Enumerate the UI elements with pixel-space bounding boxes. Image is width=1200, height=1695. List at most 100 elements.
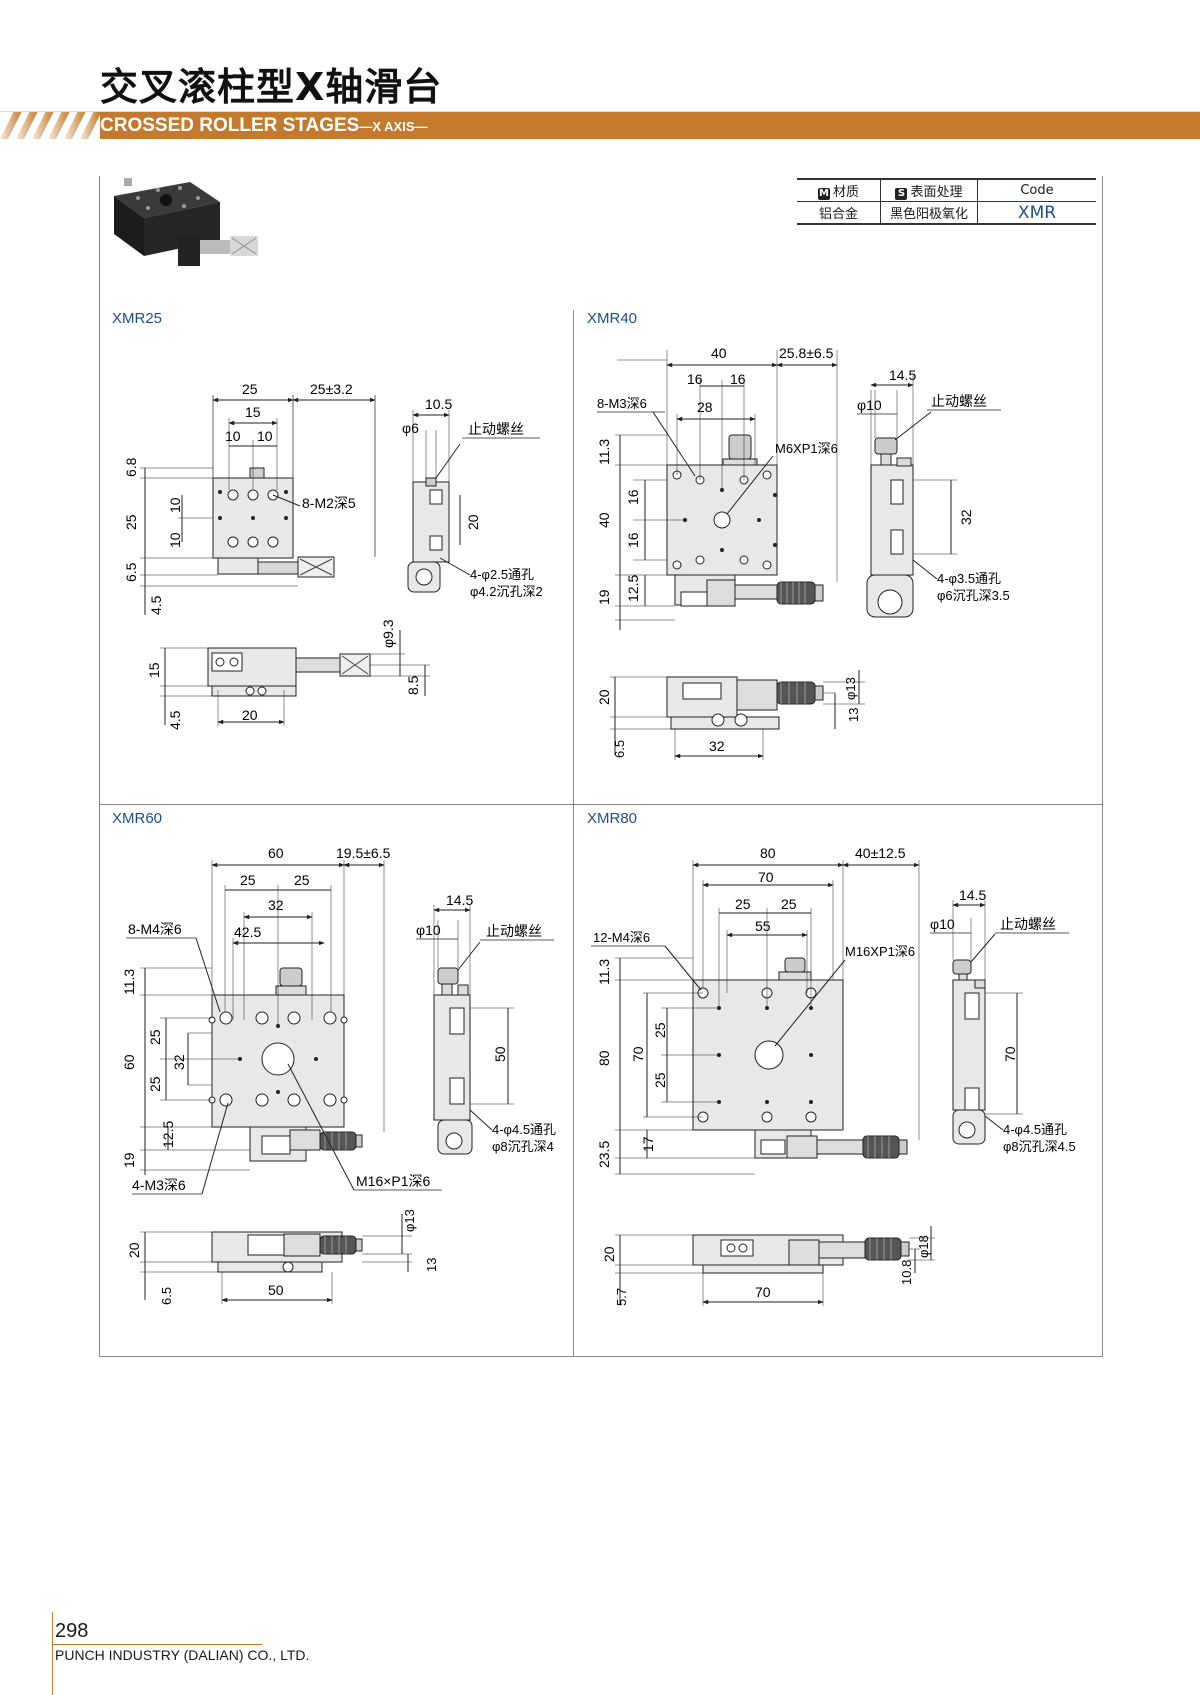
dim-25-v1: 25 [652,1022,668,1038]
dim-19: 19 [121,1152,137,1168]
dim-25-v: 25 [123,514,139,530]
drawing-xmr40: 40 25.8±6.5 16 16 28 8-M3深6 M6XP1深6 11.3… [596,345,1010,760]
center-thread-callout: M6XP1深6 [775,441,838,456]
cbore-callout: φ6沉孔深3.5 [937,588,1010,603]
stop-screw-label: 止动螺丝 [931,393,987,409]
dim-phi6: φ6 [402,420,419,436]
m3-callout: 4-M3深6 [132,1177,186,1193]
footer-rule-vertical [52,1612,53,1695]
dim-42-5: 42.5 [234,924,261,940]
drawing-frame [99,176,1103,1357]
dim-25-8: 25.8±6.5 [779,345,834,361]
thread-callout: 12-M4深6 [593,930,650,945]
dim-12-5: 12.5 [160,1121,176,1148]
dim-12-5: 12.5 [625,575,641,602]
dim-13: 13 [846,708,861,722]
dim-20-v: 20 [465,514,481,530]
dim-8-5: 8.5 [405,675,421,695]
dim-15-v: 15 [146,662,162,678]
dim-phi18: φ18 [916,1235,931,1258]
dim-28: 28 [697,399,713,415]
dim-14-5: 14.5 [889,367,916,383]
dim-15: 15 [245,404,261,420]
dim-40-v: 40 [596,512,612,528]
dim-80-v: 80 [596,1050,612,1066]
dim-phi10: φ10 [416,922,441,938]
dim-19-5: 19.5±6.5 [336,845,391,861]
thread-callout: 8-M3深6 [597,396,647,411]
dim-phi13: φ13 [402,1209,417,1232]
cbore-callout: φ4.2沉孔深2 [470,584,543,599]
header-banner [0,111,1200,139]
dim-10b: 10 [257,428,273,444]
dim-80: 80 [760,845,776,861]
dim-20-v: 20 [596,689,612,705]
dim-6-5: 6.5 [159,1287,174,1305]
product-photo [114,178,258,266]
dim-25b: 25 [294,872,310,888]
model-label-xmr25: XMR25 [112,310,163,327]
dim-32: 32 [268,897,284,913]
dim-25b: 25 [781,896,797,912]
dim-16-v1: 16 [625,489,641,505]
dim-11-3: 11.3 [121,969,137,995]
company-name: PUNCH INDUSTRY (DALIAN) CO., LTD. [55,1647,310,1663]
holes-callout: 4-φ4.5通孔 [1003,1122,1067,1137]
dim-20-v: 20 [126,1242,142,1258]
dim-60: 60 [268,845,284,861]
dim-10-v2: 10 [167,532,183,548]
dim-16-v2: 16 [625,532,641,548]
dim-32-v: 32 [958,509,974,525]
material-icon: M [817,188,830,200]
dim-17: 17 [640,1136,656,1152]
dim-70-side: 70 [1002,1046,1018,1062]
dim-14-5: 14.5 [959,887,986,903]
model-label-xmr40: XMR40 [587,310,638,327]
thread-callout: 8-M2深5 [302,495,356,511]
dim-40: 40±12.5 [855,845,906,861]
dim-50-v: 50 [492,1046,508,1062]
model-label-xmr60: XMR60 [112,810,163,827]
dim-60-v: 60 [121,1054,137,1070]
drawing-xmr60: 60 19.5±6.5 25 25 32 42.5 8-M4深6 11.3 60… [121,845,556,1305]
dim-25a: 25 [735,896,751,912]
dim-55: 55 [755,918,771,934]
dim-23-5: 23.5 [596,1141,612,1168]
dim-14-5: 14.5 [446,892,473,908]
stop-screw-label: 止动螺丝 [486,923,542,939]
dim-32-v: 32 [171,1054,187,1070]
drawing-xmr80: 80 40±12.5 70 25 25 55 12-M4深6 M16XP1深6 … [591,845,1076,1306]
cbore-callout: φ8沉孔深4 [492,1139,554,1154]
dim-25-v1: 25 [147,1029,163,1045]
model-label-xmr80: XMR80 [587,810,638,827]
dim-5-7: 5.7 [614,1288,629,1306]
dim-25-v2: 25 [147,1076,163,1092]
stop-screw-label: 止动螺丝 [468,421,524,437]
holes-callout: 4-φ3.5通孔 [937,571,1001,586]
dim-32: 32 [709,738,725,754]
page-number: 298 [55,1620,89,1642]
dim-phi13: φ13 [843,677,858,700]
dim-25-v2: 25 [652,1072,668,1088]
dim-10-8: 10.8 [899,1260,914,1285]
dim-13: 13 [424,1258,439,1272]
dim-phi10: φ10 [930,916,955,932]
footer-rule-horizontal [52,1644,262,1645]
dim-phi9-3: φ9.3 [380,619,396,648]
center-thread-callout: M16×P1深6 [356,1173,431,1189]
page-title: 交叉滚柱型X轴滑台 [100,65,443,109]
thread-callout: 8-M4深6 [128,921,182,937]
dim-50: 50 [268,1282,284,1298]
dim-phi10: φ10 [857,397,882,413]
stop-screw-label: 止动螺丝 [1000,916,1056,932]
dim-19: 19 [596,589,612,605]
dim-70-b: 70 [755,1284,771,1300]
holes-callout: 4-φ4.5通孔 [492,1122,556,1137]
dim-16a: 16 [687,371,703,387]
dim-10-v1: 10 [167,497,183,513]
dim-11-3: 11.3 [596,959,612,985]
dim-16b: 16 [730,371,746,387]
dim-25: 25 [242,381,258,397]
dim-70-v: 70 [630,1046,646,1062]
